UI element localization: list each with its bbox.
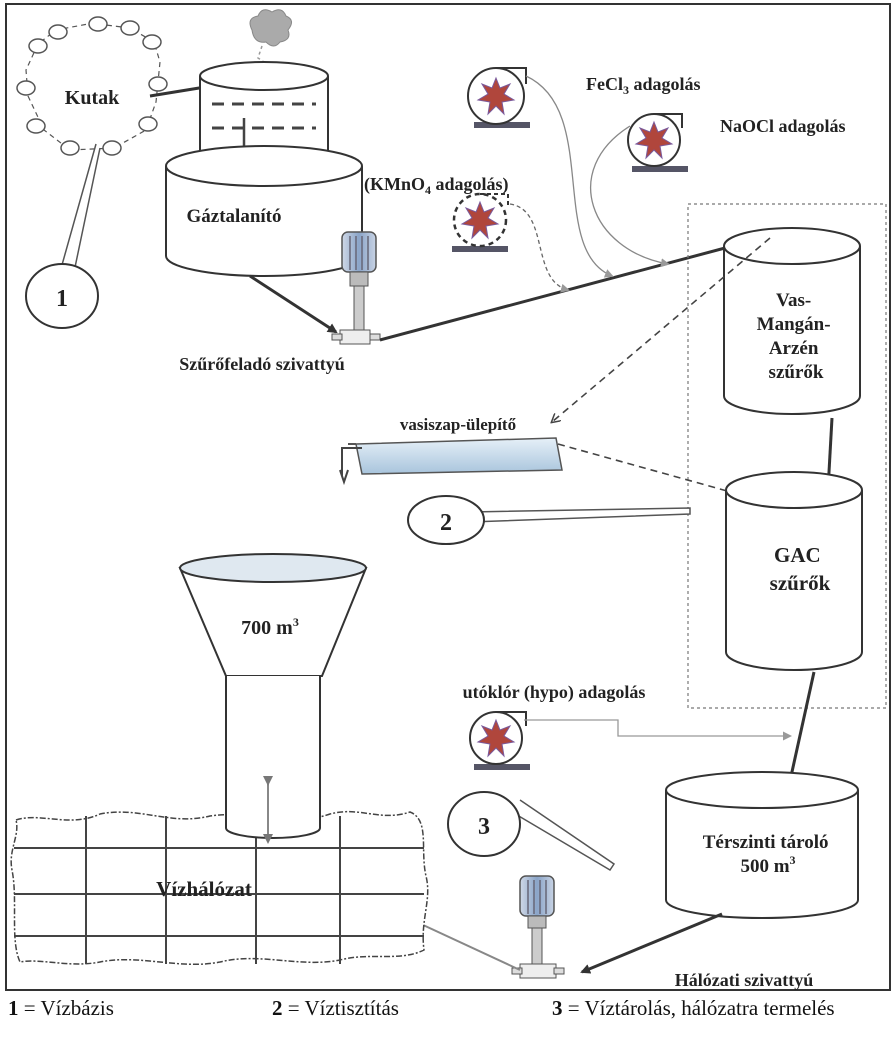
treatment-boundary	[687, 203, 887, 709]
filter-feed-pump-icon	[331, 231, 381, 345]
well-ring	[16, 16, 168, 156]
utoklor-label: utóklór (hypo) adagolás	[463, 682, 646, 703]
kmno4-dosing-pump-icon	[452, 192, 509, 252]
svg-text:1: 1	[56, 286, 68, 312]
legend-num: 1	[8, 996, 19, 1020]
legend-text: = Víztárolás, hálózatra termelés	[562, 996, 835, 1020]
post-chlorination-line	[524, 719, 792, 741]
degasser-tank	[165, 9, 363, 277]
callout-1: 1	[25, 143, 101, 329]
svg-text:2: 2	[440, 510, 452, 536]
arrow-gac-to-tank	[784, 671, 816, 792]
legend-item-1: 1 = Vízbázis	[8, 996, 114, 1021]
legend-num: 3	[552, 996, 563, 1020]
fecl3-dosing-line	[525, 75, 614, 278]
network-pump-icon	[511, 875, 565, 979]
legend-num: 2	[272, 996, 283, 1020]
iron-sludge-settler	[339, 437, 563, 486]
water-tower	[178, 553, 368, 839]
svg-text:3: 3	[478, 814, 490, 840]
outer-frame	[5, 3, 891, 991]
vas-filter-label: Vas- Mangán- Arzén szűrők	[757, 290, 836, 383]
water-tower-label: 700 m3	[241, 615, 299, 639]
naocl-dosing-line	[590, 125, 670, 268]
gaztalanito-label: Gáztalanító	[187, 206, 282, 227]
backwash-line-from-gac	[557, 443, 739, 495]
callout-3: 3	[447, 791, 616, 872]
ground-storage-tank	[665, 771, 859, 919]
arrow-tank-to-network-pump	[580, 912, 723, 974]
fecl3-label: FeCl3 adagolás	[586, 74, 701, 97]
gac-filter	[725, 471, 863, 671]
fecl3-dosing-pump-icon	[467, 67, 530, 128]
terszinti-label: Térszinti tároló 500 m3	[703, 832, 834, 877]
gac-filter-label: GAC szűrők	[770, 543, 831, 595]
legend-text: = Vízbázis	[18, 996, 114, 1020]
iron-manganese-arsenic-filter	[723, 227, 861, 415]
halozati-label: Hálózati szivattyú	[675, 970, 813, 990]
arrow-pump-to-iron-filter	[379, 241, 742, 342]
post-chlorination-pump-icon	[469, 711, 530, 770]
water-network	[10, 810, 429, 965]
szurofelado-label: Szűrőfeladó szivattyú	[179, 354, 345, 374]
legend-item-2: 2 = Víztisztítás	[272, 996, 399, 1021]
kutak-label: Kutak	[65, 87, 120, 109]
arrow-pump-to-network	[406, 916, 521, 971]
kmno4-dosing-line	[509, 203, 570, 293]
kmno4-label: (KMnO4 adagolás)	[364, 174, 509, 197]
legend-text: = Víztisztítás	[282, 996, 399, 1020]
vasiszap-label: vasiszap-ülepítő	[400, 415, 517, 434]
vizhalozat-label: Vízhálózat	[156, 877, 252, 901]
arrow-degasser-to-pump	[249, 274, 338, 334]
legend-item-3: 3 = Víztárolás, hálózatra termelés	[552, 996, 835, 1021]
naocl-label: NaOCl adagolás	[720, 116, 846, 136]
naocl-dosing-pump-icon	[627, 113, 688, 172]
callout-2: 2	[407, 495, 691, 545]
